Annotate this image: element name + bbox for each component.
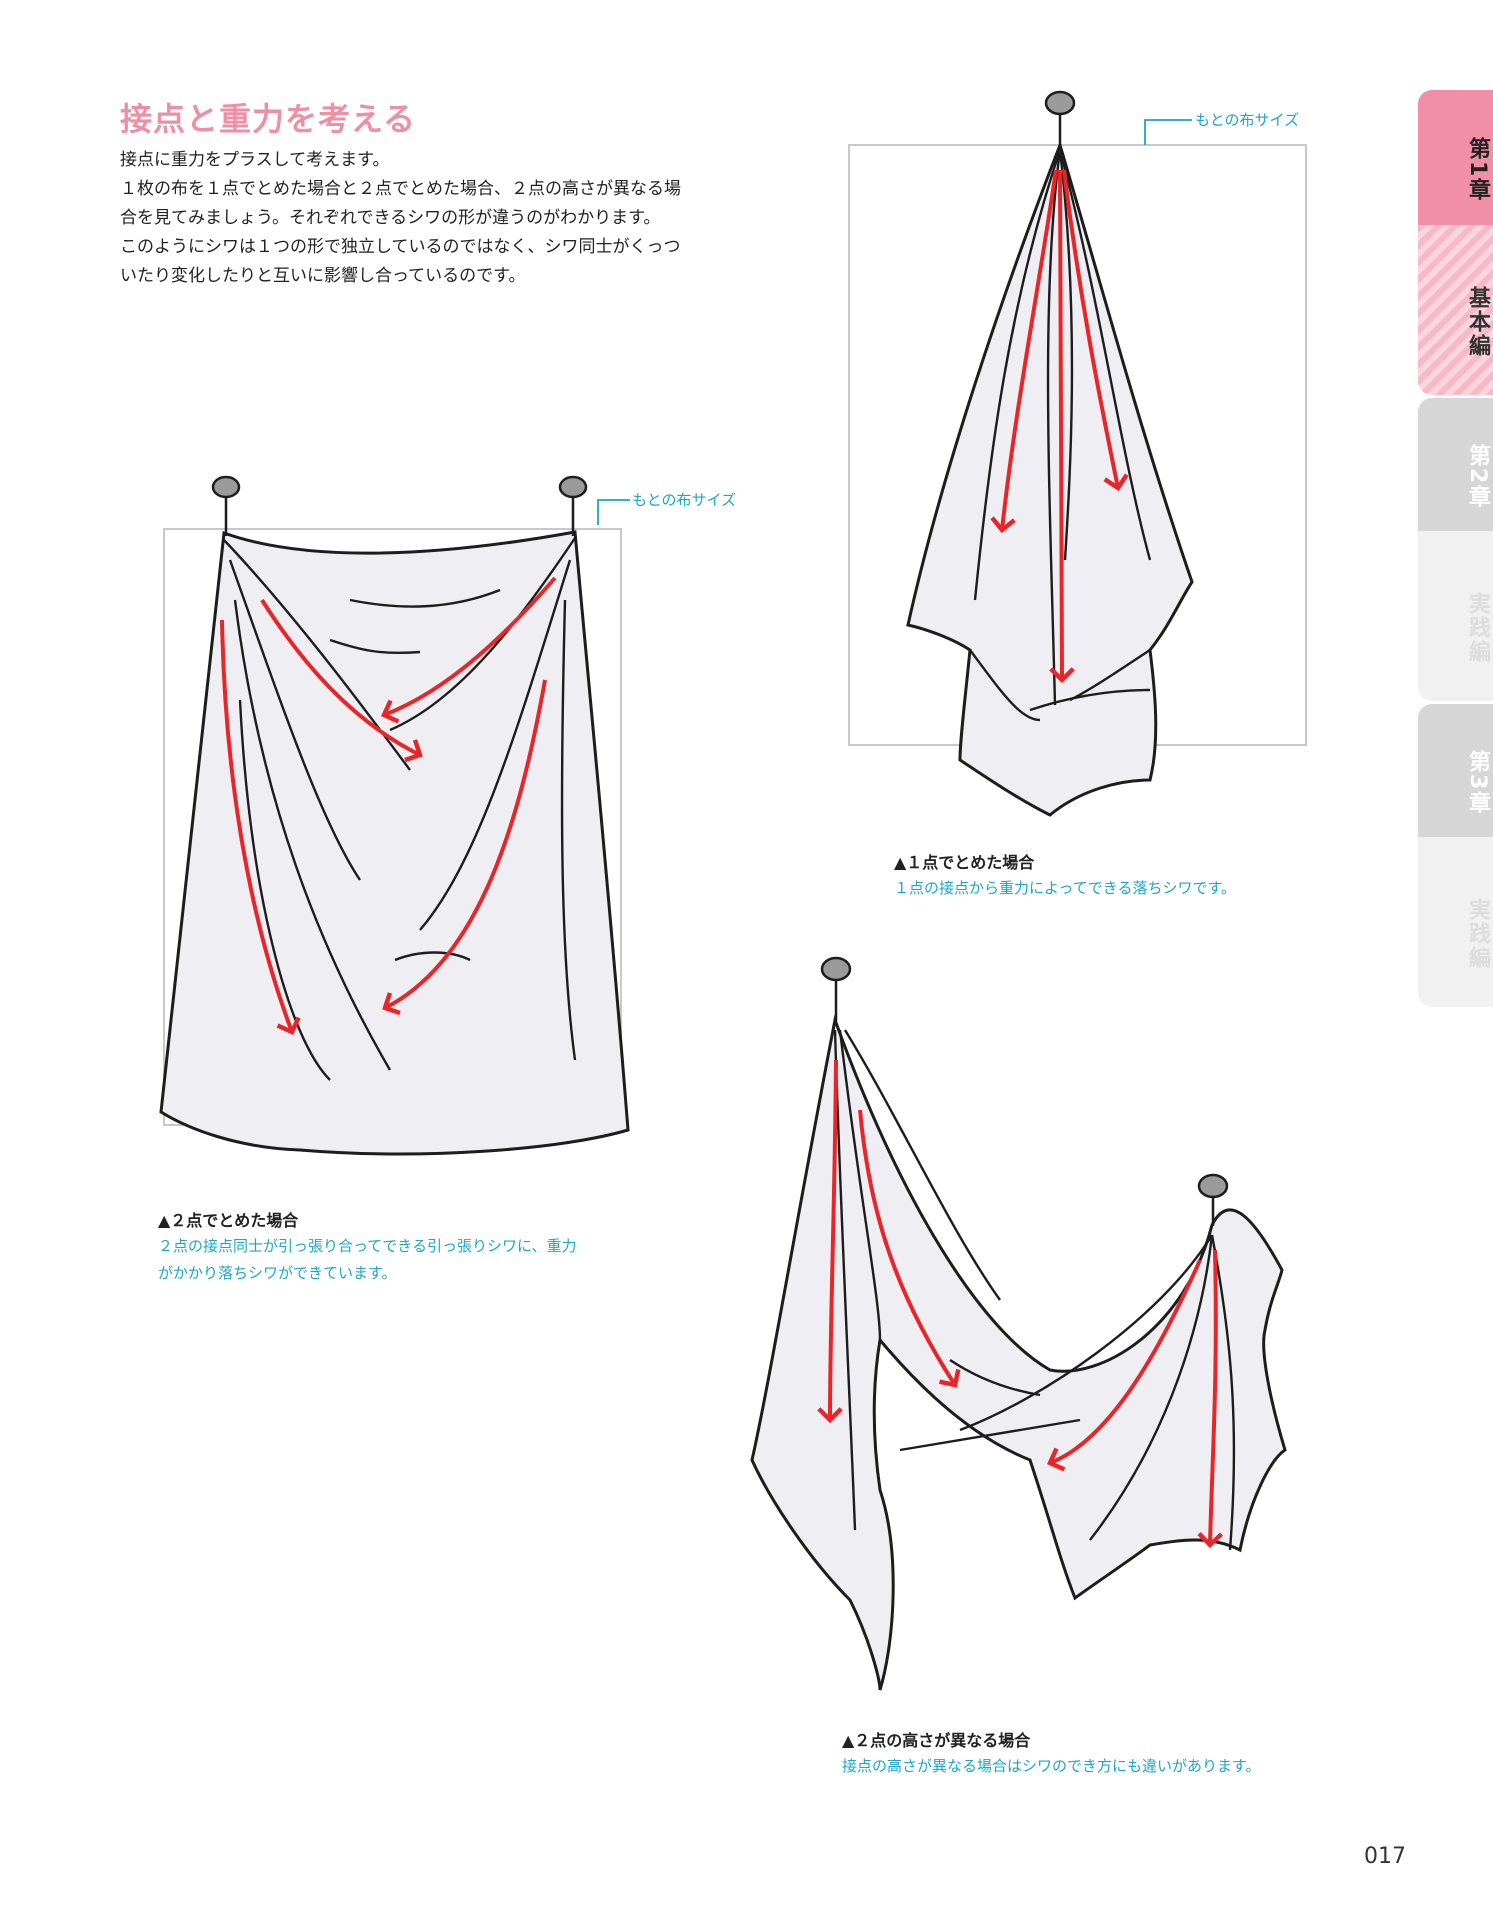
tab-practice-2[interactable]: 実践編 xyxy=(1418,531,1493,701)
one-point-caption-body: １点の接点から重力によってできる落ちシワです。 xyxy=(894,879,1237,897)
tab-chapter-1[interactable]: 第1章 xyxy=(1418,90,1493,225)
intro-line: このようにシワは１つの形で独立しているのではなく、シワ同士がくっつ xyxy=(120,237,681,257)
caption-line: ２点の接点同士が引っ張り合ってできる引っ張りシワに、重力 xyxy=(158,1237,577,1255)
uneven-caption-body: 接点の高さが異なる場合はシワのでき方にも違いがあります。 xyxy=(842,1757,1261,1775)
caption-line: がかかり落ちシワができています。 xyxy=(158,1264,397,1282)
two-point-caption-body: ２点の接点同士が引っ張り合ってできる引っ張りシワに、重力 がかかり落ちシワができ… xyxy=(158,1233,577,1287)
intro-text: 接点に重力をプラスして考えます。 １枚の布を１点でとめた場合と２点でとめた場合、… xyxy=(120,146,750,291)
intro-line: 合を見てみましょう。それぞれできるシワの形が違うのがわかります。 xyxy=(120,208,661,228)
intro-line: １枚の布を１点でとめた場合と２点でとめた場合、２点の高さが異なる場 xyxy=(120,179,681,199)
tab-practice-3[interactable]: 実践編 xyxy=(1418,837,1493,1007)
tab-basic[interactable]: 基本編 xyxy=(1418,225,1493,395)
two-point-caption-head: ▲２点でとめた場合 xyxy=(158,1211,299,1230)
tab-chapter-2[interactable]: 第2章 xyxy=(1418,398,1493,531)
page-title: 接点と重力を考える xyxy=(120,100,417,138)
two-point-size-callout: もとの布サイズ xyxy=(632,491,737,509)
intro-line: いたり変化したりと互いに影響し合っているのです。 xyxy=(120,266,526,286)
page-number: 017 xyxy=(1364,1844,1406,1869)
uneven-caption-head: ▲２点の高さが異なる場合 xyxy=(842,1731,1031,1750)
one-point-size-callout: もとの布サイズ xyxy=(1195,111,1300,129)
tab-chapter-3[interactable]: 第3章 xyxy=(1418,704,1493,837)
intro-line: 接点に重力をプラスして考えます。 xyxy=(120,150,390,170)
one-point-caption-head: ▲１点でとめた場合 xyxy=(894,853,1035,872)
